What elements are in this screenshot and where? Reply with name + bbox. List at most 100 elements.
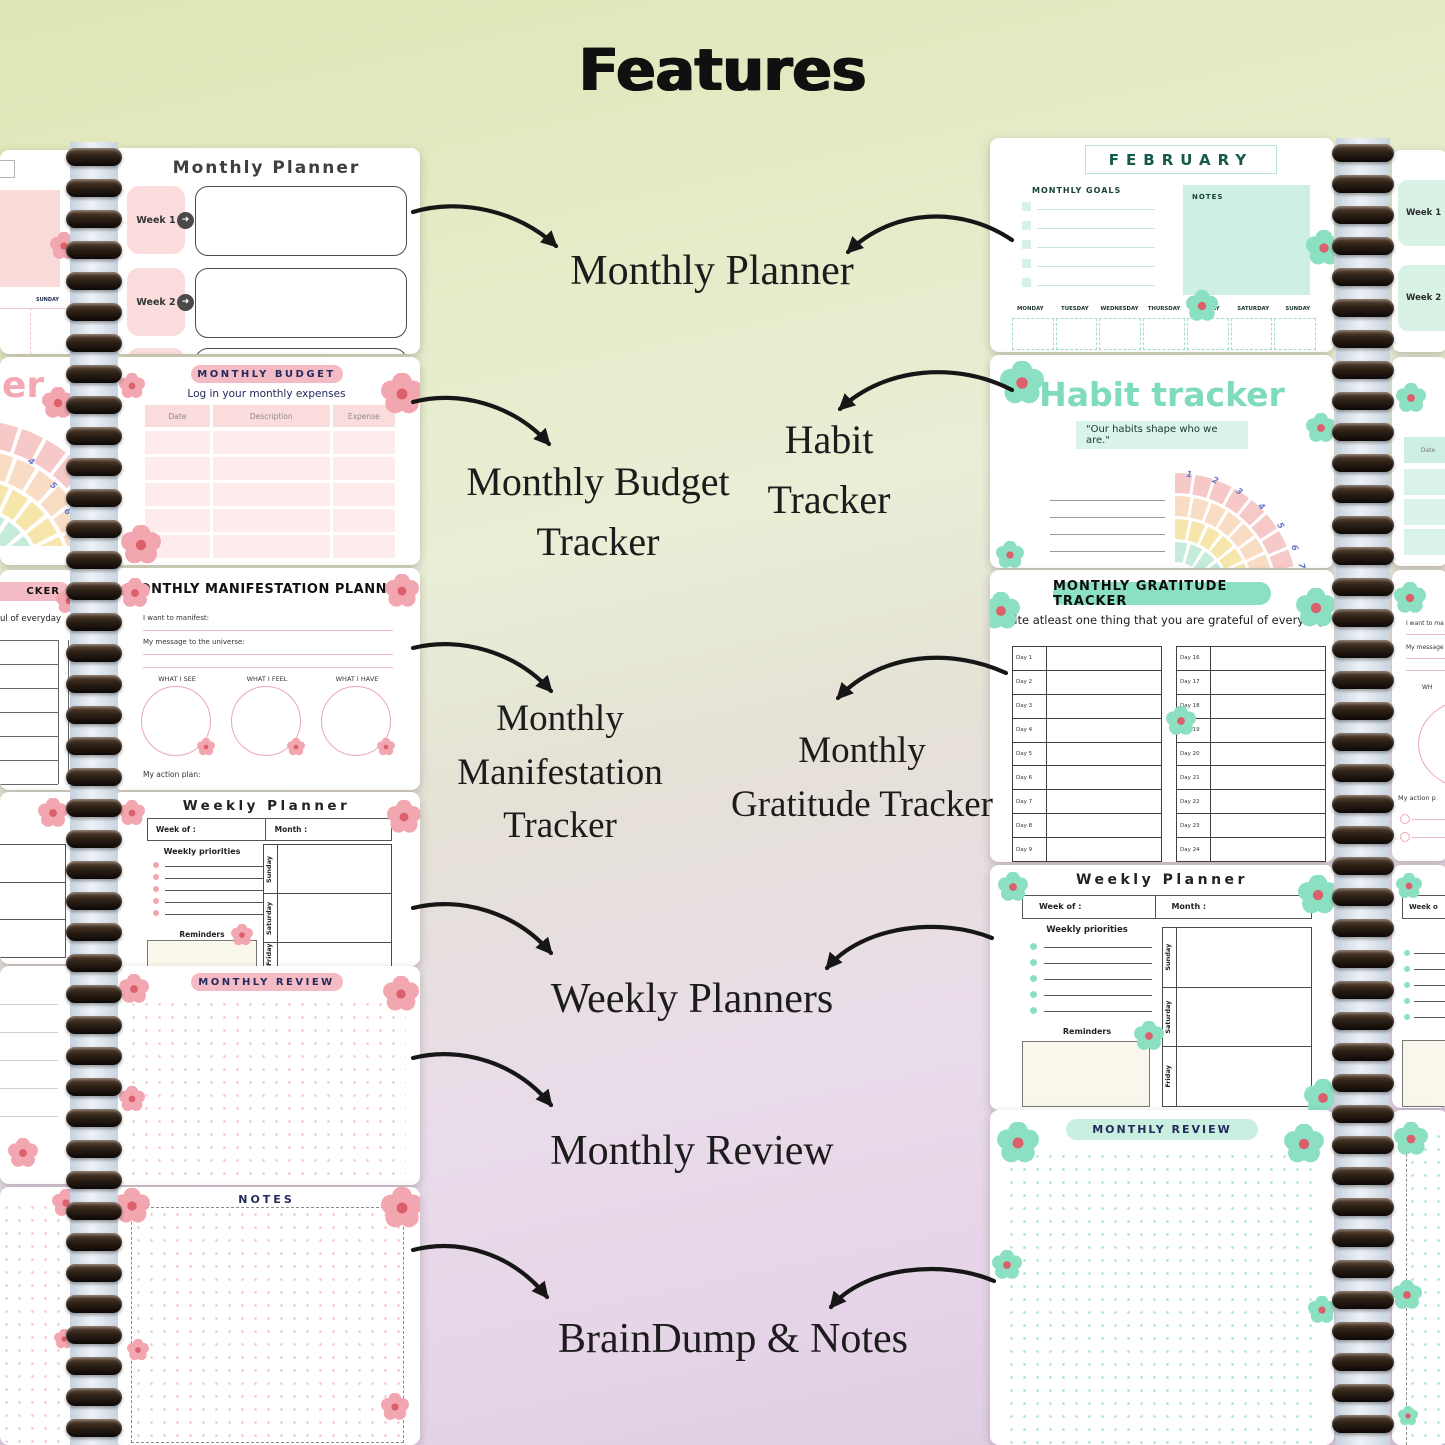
feel-circle [231,686,301,756]
review-pill: MONTHLY REVIEW [1066,1119,1258,1140]
line [143,667,393,668]
arc-number: 7 [1295,562,1307,568]
spiral-coil [1332,423,1394,441]
month-label: Month : [274,825,308,834]
spiral-coil [1332,950,1394,968]
spiral-coil [1332,671,1394,689]
goal-checkbox [1022,221,1031,230]
bullet [1030,943,1037,950]
bullet [153,910,159,916]
line [1037,266,1155,267]
flower-icon [1304,1079,1334,1110]
day-label: Day 3 [1013,694,1047,718]
spiral-coil [1332,175,1394,193]
notes-box-fragment [0,190,60,287]
budget-row [145,509,395,532]
spiral-coil [66,1140,122,1158]
spiral-coil [1332,795,1394,813]
bullet [1404,966,1410,972]
budget-cell [1404,499,1445,525]
gratitude-pill: MONTHLY GRATITUDE TRACKER [1053,579,1271,609]
spiral-coil [66,1171,122,1189]
line [1037,285,1155,286]
arrow-habit [837,370,1015,412]
flower-icon [119,800,145,826]
spiral-coil [66,613,122,631]
calendar-cells [1012,318,1317,350]
day-label: Day 9 [1013,838,1047,862]
weekday-label: SUNDAY [36,297,60,303]
flower-icon [119,1086,145,1112]
line [0,688,58,689]
flower-icon [1394,1122,1428,1156]
arrow-gratitude [835,655,1009,701]
line [1412,819,1445,820]
page-heading: Weekly Planner [1076,872,1248,888]
bullet [1030,991,1037,998]
spiral-coil [66,799,122,817]
circle-label: WHAT I HAVE [335,675,379,683]
flower-icon [114,1188,150,1224]
bullet [1030,975,1037,982]
line [143,630,393,631]
dot-grid [127,998,406,1178]
week3-entry-box [195,348,407,354]
flower-icon [997,1122,1039,1164]
day-table-fragment [0,844,66,958]
flower-icon [992,1250,1022,1280]
line [143,654,393,655]
flower-icon [1396,873,1422,899]
spiral-coil [66,1078,122,1096]
line [1050,534,1165,535]
line [30,308,31,354]
flower-icon [387,800,420,834]
line [165,902,265,903]
feature-label-manifestation: Monthly Manifestation Tracker [457,698,663,847]
day-label: Saturday [1164,1000,1172,1034]
spiral-coil [66,954,122,972]
line [1044,995,1152,996]
day-label: Day 17 [1177,670,1211,694]
spiral-coil [66,334,122,352]
spiral-coil [66,551,122,569]
spiral-coil [1332,609,1394,627]
page-heading: Monthly Planner [172,158,361,178]
line [1155,896,1157,918]
month-title: FEBRUARY [1085,145,1277,174]
partial-budget-page-mint: Date [1392,357,1445,566]
monthly-review-page-mint: MONTHLY REVIEW [990,1110,1334,1445]
budget-row [145,483,395,506]
budget-cell [1404,529,1445,555]
spiral-coil [1332,981,1394,999]
spiral-coil [1332,733,1394,751]
arrow-monthly-planner-left [410,204,559,249]
week1-label: Week 1 [136,214,176,226]
spiral-coil [66,768,122,786]
spiral-coil [1332,144,1394,162]
spiral-coil [1332,919,1394,937]
spiral-coil [1332,1012,1394,1030]
spiral-coil [1332,857,1394,875]
feature-label-monthly-planner: Monthly Planner [570,248,854,294]
feature-label-gratitude: Monthly Gratitude Tracker [730,730,994,825]
spiral-coil [1332,1136,1394,1154]
rainbow-arc [1174,473,1294,568]
flower-icon [119,373,145,399]
line [1044,947,1152,948]
spiral-coil [66,861,122,879]
line [1044,963,1152,964]
feature-label-braindump-notes: BrainDump & Notes [558,1316,908,1362]
spiral-coil [66,1016,122,1034]
flower-icon [231,924,253,946]
reminders-box [1402,1040,1445,1107]
flower-icon [381,1393,409,1421]
spiral-coil [1332,1260,1394,1278]
notes-area [131,1207,404,1443]
flower-icon [377,738,395,756]
line [0,712,58,713]
weekly-planner-page-pink: Weekly Planner Week of : Month : Weekly … [113,792,420,966]
spiral-coil [66,582,122,600]
day-label: Day 2 [1013,670,1047,694]
weekday-label: THURSDAY [1147,306,1181,312]
day-label: Day 8 [1013,814,1047,838]
